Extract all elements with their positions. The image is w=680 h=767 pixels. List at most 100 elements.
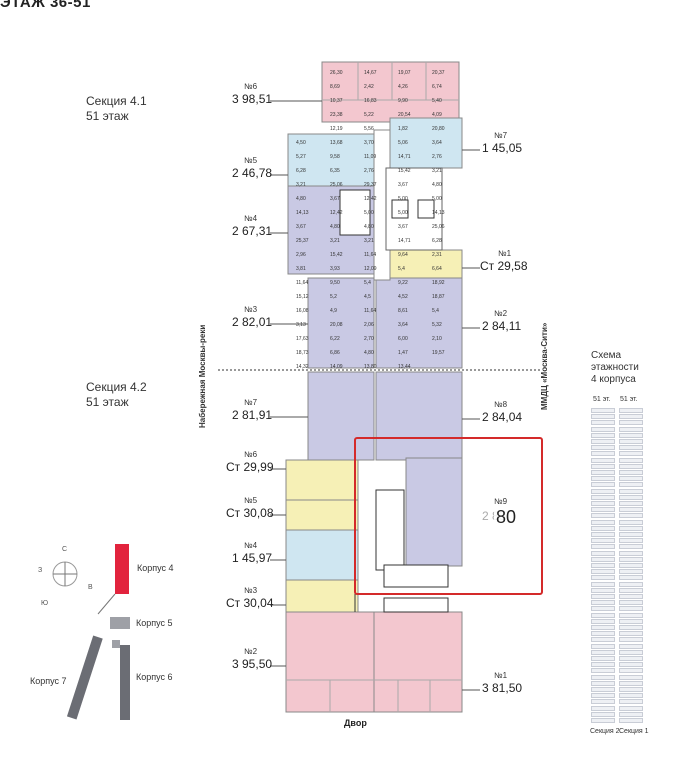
floor-box [591, 470, 615, 475]
floor-box [591, 618, 615, 624]
unit-area: 2 67,31 [232, 224, 273, 238]
floor-box [619, 439, 643, 444]
floor-box [619, 575, 643, 581]
floor-box [619, 612, 643, 618]
unit-6-bottom [285, 459, 359, 501]
scheme-col1-label: 51 эт. [620, 396, 638, 403]
floor-scheme [591, 408, 643, 726]
floor-box [619, 643, 643, 649]
unit-area: 2 82,01 [232, 315, 273, 329]
compass-south: Ю [41, 600, 49, 607]
floor-box [591, 519, 615, 525]
unit-7-bottom [307, 371, 375, 461]
floor-box [619, 507, 643, 513]
unit-area: 3 98,51 [232, 92, 273, 106]
scheme-title-line: 4 корпуса [591, 374, 636, 385]
unit-area: 2 84,04 [482, 410, 523, 424]
unit-area: Ст 30,04 [226, 596, 274, 610]
floor-box [591, 414, 615, 420]
floor-box [619, 668, 643, 674]
floor-box [619, 718, 643, 723]
korpus-4-label: Корпус 4 [137, 563, 174, 573]
floor-box [619, 581, 643, 587]
unit-number: №3 [244, 586, 258, 595]
section-label-bottom: Секция 4.2 51 этаж [86, 380, 147, 410]
floor-box [619, 625, 643, 630]
unit-number: №5 [244, 496, 258, 505]
floor-box [619, 587, 643, 593]
unit-number: №2 [244, 647, 258, 656]
floor-box [619, 426, 643, 432]
street-label: Набережная Москвы-реки [198, 324, 207, 428]
floor-box [619, 662, 643, 668]
floor-box [591, 445, 615, 451]
floor-box [591, 507, 615, 513]
highlight-box [354, 437, 543, 595]
floor-box [619, 556, 643, 562]
korpus-7-label: Корпус 7 [30, 676, 67, 686]
floor-box [591, 600, 615, 606]
unit-7-top [389, 117, 463, 169]
floor-box [591, 525, 615, 531]
section-top-name: Секция 4.1 [86, 94, 147, 108]
floor-box [619, 563, 643, 568]
floor-box [591, 705, 615, 711]
floor-box [591, 463, 615, 469]
floor-box [619, 408, 643, 413]
floor-box [619, 420, 643, 426]
floor-box [591, 612, 615, 618]
floor-box [591, 649, 615, 655]
floor-box [619, 519, 643, 525]
unit-number: №1 [498, 249, 512, 258]
floor-box [619, 569, 643, 575]
unit-area: 3 95,50 [232, 657, 273, 671]
floor-scheme-title: Схема этажности 4 корпуса [591, 350, 639, 386]
plan-section-top [287, 61, 463, 369]
floor-box [591, 581, 615, 587]
scheme-title-line: Схема [591, 350, 622, 361]
section-top-floors: 51 этаж [86, 109, 129, 123]
floor-box [619, 618, 643, 624]
scheme-section1-label: Секция 1 [619, 728, 649, 735]
unit-number: №2 [494, 309, 508, 318]
floor-box [591, 432, 615, 438]
floor-box [619, 637, 643, 643]
unit-number: №6 [244, 450, 258, 459]
unit-3-top [307, 277, 375, 369]
floor-box [619, 594, 643, 599]
floor-box [591, 501, 615, 506]
floor-box [591, 538, 615, 544]
floor-box [591, 476, 615, 482]
unit-number: №4 [244, 541, 258, 550]
floor-box [591, 426, 615, 432]
floor-box [619, 451, 643, 457]
floor-box [591, 680, 615, 686]
compass-west: З [38, 567, 43, 574]
floor-box [591, 637, 615, 643]
unit-number: №3 [244, 305, 258, 314]
floor-box [591, 631, 615, 637]
floor-box [619, 693, 643, 699]
floor-box [591, 563, 615, 568]
unit-1-top [389, 249, 463, 279]
floor-box [619, 513, 643, 519]
unit-number: №6 [244, 82, 258, 91]
section-label-top: Секция 4.1 51 этаж [86, 94, 147, 124]
floor-box [619, 432, 643, 438]
floor-box [619, 544, 643, 550]
floor-box [591, 606, 615, 612]
floor-box [619, 482, 643, 488]
floor-box [619, 674, 643, 680]
unit-area: Ст 29,58 [480, 259, 528, 273]
floor-box [619, 532, 643, 537]
floor-box [591, 711, 615, 717]
unit-number: №8 [494, 400, 508, 409]
section-bottom-name: Секция 4.2 [86, 380, 147, 394]
unit-number: №7 [494, 131, 508, 140]
mmdc-label: ММДЦ «Москва-Сити» [540, 322, 549, 410]
floor-box [619, 705, 643, 711]
floor-box [591, 687, 615, 692]
unit-5-top [287, 133, 375, 187]
floor-box [591, 718, 615, 723]
